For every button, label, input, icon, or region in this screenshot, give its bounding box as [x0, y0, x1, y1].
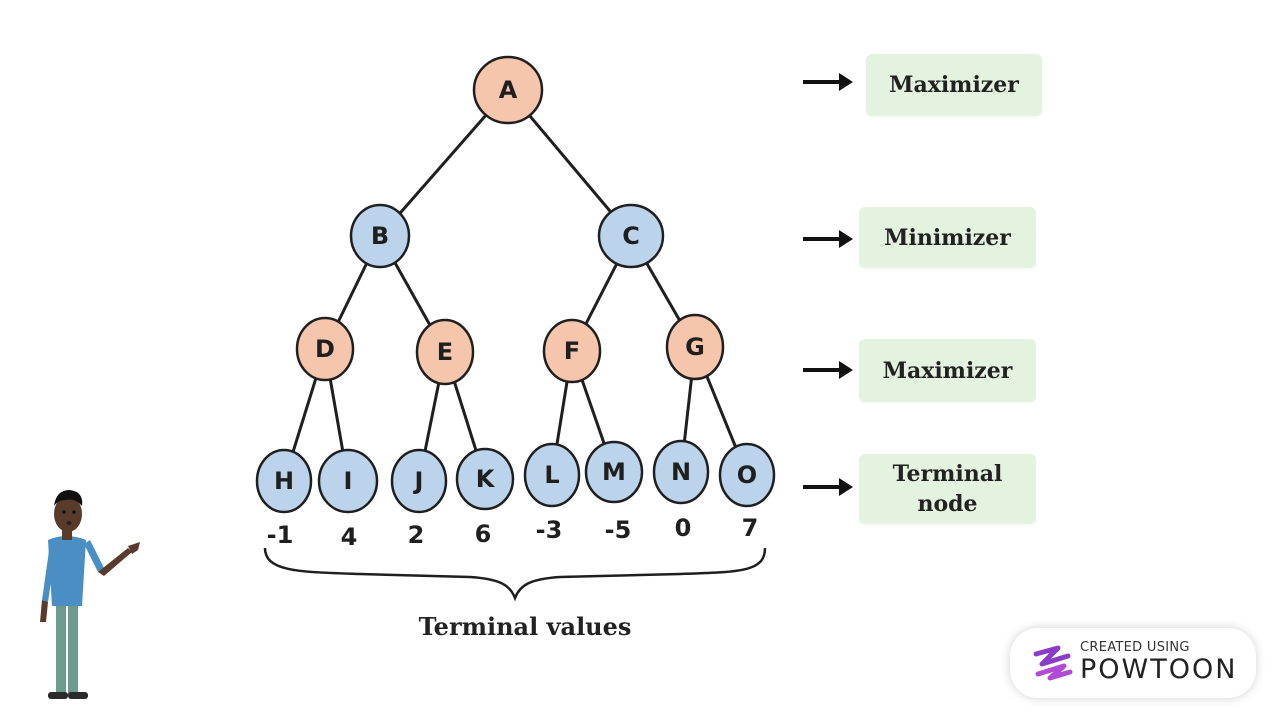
tree-node-circle	[718, 442, 776, 508]
tree-edges	[282, 89, 749, 482]
tree-node-k: K	[455, 447, 515, 511]
terminal-value-l: -3	[536, 516, 563, 544]
level-label-text: Terminal node	[892, 461, 1003, 517]
tree-node-label: F	[564, 337, 580, 365]
tree-node-j: J	[390, 448, 448, 514]
tree-node-circle	[317, 448, 379, 514]
level-label-text: Maximizer	[882, 357, 1013, 384]
tree-node-label: I	[344, 467, 353, 495]
terminal-value-j: 2	[408, 521, 425, 549]
tree-node-circle	[652, 439, 710, 505]
tree-node-circle	[597, 203, 665, 269]
tree-node-circle	[390, 448, 448, 514]
tree-node-h: H	[255, 448, 313, 514]
tree-node-circle	[665, 313, 725, 381]
level-label-minimizer: Minimizer	[859, 207, 1036, 268]
tree-node-e: E	[415, 318, 475, 386]
tree-node-circle	[255, 448, 313, 514]
arrow-icon	[803, 478, 853, 496]
tree-node-circle	[472, 55, 544, 125]
tree-node-f: F	[542, 318, 602, 384]
tree-node-l: L	[523, 442, 581, 508]
tree-node-i: I	[317, 448, 379, 514]
terminal-values: -1 4 2 6 -3 -5 0 7	[267, 514, 759, 551]
terminal-values-caption: Terminal values	[418, 612, 632, 641]
tree-node-c: C	[597, 203, 665, 269]
powtoon-logo-icon	[1033, 645, 1073, 681]
tree-node-label: M	[602, 458, 626, 486]
tree-node-circle	[415, 318, 475, 386]
terminal-value-k: 6	[475, 520, 492, 548]
tree-node-label: A	[499, 76, 518, 104]
tree-node-label: C	[622, 222, 640, 250]
tree-node-g: G	[665, 313, 725, 381]
tree-node-label: K	[476, 465, 496, 493]
tree-node-circle	[542, 318, 602, 384]
tree-node-label: G	[685, 333, 705, 361]
level-label-maximizer-mid: Maximizer	[859, 339, 1036, 402]
powtoon-created-using-text: CREATED USING	[1080, 640, 1190, 655]
terminal-value-i: 4	[341, 523, 358, 551]
tree-node-label: L	[544, 461, 559, 489]
arrow-icon	[803, 73, 853, 91]
tree-node-o: O	[718, 442, 776, 508]
tree-node-label: J	[413, 467, 424, 495]
tree-node-label: E	[437, 338, 453, 366]
level-label-maximizer-top: Maximizer	[866, 54, 1042, 116]
powtoon-watermark-badge: CREATED USING POWTOON	[1010, 628, 1256, 698]
tree-node-circle	[455, 447, 515, 511]
level-label-text: Maximizer	[889, 72, 1019, 98]
level-label-text: Minimizer	[884, 224, 1011, 251]
presenter-character-icon	[40, 490, 140, 699]
level-label-terminal-node: Terminal node	[859, 454, 1036, 524]
tree-node-a: A	[472, 55, 544, 125]
arrow-icon	[803, 230, 853, 248]
tree-node-label: O	[737, 461, 757, 489]
terminal-value-o: 7	[742, 514, 759, 542]
terminal-value-h: -1	[267, 521, 294, 549]
terminal-value-m: -5	[605, 516, 632, 544]
tree-node-circle	[295, 316, 355, 382]
tree-node-d: D	[295, 316, 355, 382]
arrow-icon	[803, 361, 853, 379]
tree-node-label: N	[671, 458, 691, 486]
tree-node-label: B	[371, 222, 389, 250]
terminal-values-brace	[263, 547, 767, 602]
powtoon-brand-text: POWTOON	[1080, 654, 1238, 685]
tree-node-n: N	[652, 439, 710, 505]
tree-node-m: M	[584, 440, 644, 504]
tree-node-label: D	[315, 335, 335, 363]
tree-node-circle	[523, 442, 581, 508]
tree-node-circle	[349, 203, 411, 269]
tree-node-label: H	[274, 467, 294, 495]
terminal-value-n: 0	[675, 514, 692, 542]
tree-node-b: B	[349, 203, 411, 269]
tree-node-circle	[584, 440, 644, 504]
tree-nodes: A B C D E F G H I J K L M N O	[255, 55, 776, 514]
